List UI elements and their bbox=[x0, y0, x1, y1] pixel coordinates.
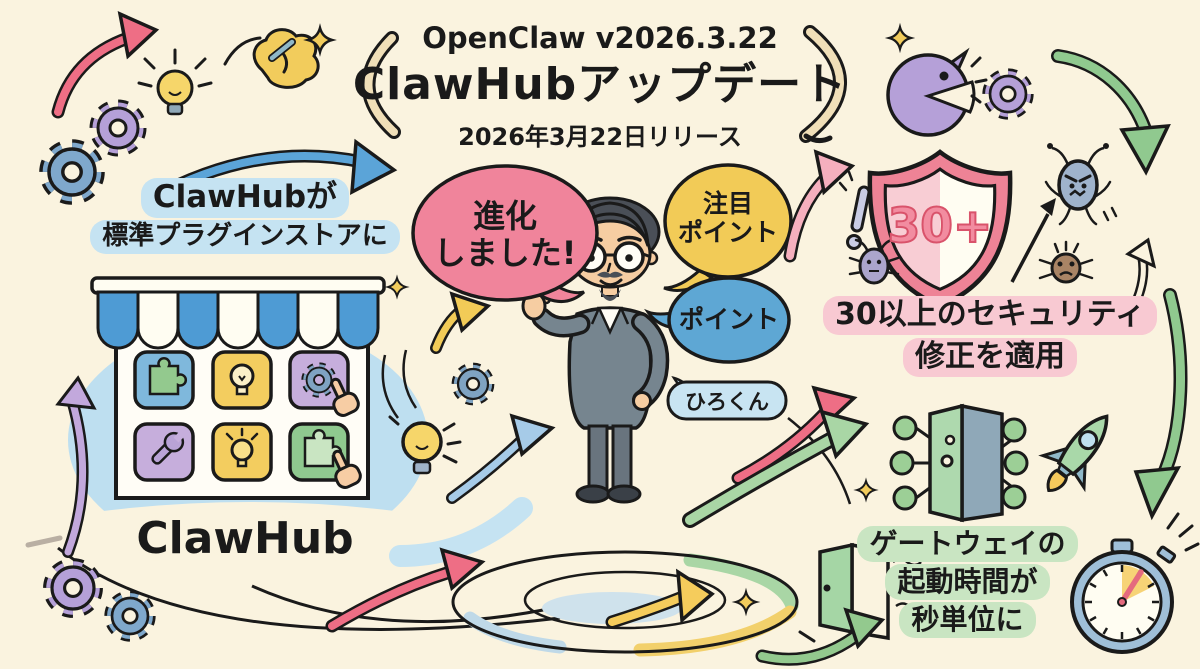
bug-icon bbox=[1044, 143, 1118, 226]
gear-icon bbox=[982, 68, 1034, 120]
release-date-text: 2026年3月22日リリース bbox=[458, 123, 742, 151]
sparkle-icon bbox=[731, 587, 761, 617]
claw-mascot-icon bbox=[886, 47, 988, 137]
wrench-icon bbox=[151, 430, 186, 465]
speech-bubble-attention bbox=[663, 163, 793, 292]
green-arrow-icon bbox=[1133, 288, 1188, 521]
sparkle-icon bbox=[303, 23, 337, 57]
gateway-door-icon bbox=[928, 403, 1004, 523]
lightbulb-icon bbox=[381, 349, 462, 475]
plugin-tile bbox=[211, 422, 273, 482]
gateway-callout-line3: 秒単位に bbox=[850, 602, 1085, 639]
plugin-tile bbox=[133, 422, 195, 482]
bubble-attention-text: 注目 ポイント bbox=[668, 189, 788, 248]
gateway-callout-line2: 起動時間が bbox=[850, 564, 1085, 601]
green-arrow-icon bbox=[682, 409, 870, 528]
gear-icon bbox=[89, 99, 147, 157]
plugin-tile bbox=[288, 422, 350, 482]
swirl-platform bbox=[451, 550, 799, 657]
claw-icon bbox=[223, 28, 320, 89]
network-nodes-icon bbox=[889, 415, 1029, 511]
bubble-attention-line2: ポイント bbox=[677, 217, 778, 247]
yellow-arrow-icon bbox=[430, 291, 492, 354]
bug-icon bbox=[848, 238, 900, 285]
plugin-tile bbox=[133, 350, 195, 410]
plugin-tile bbox=[211, 350, 273, 410]
lightbulb-icon bbox=[229, 363, 255, 396]
speech-bubble-point bbox=[644, 276, 791, 364]
gear-icon bbox=[39, 139, 105, 205]
cursor-hand-icon bbox=[332, 449, 362, 489]
lightbulb-icon bbox=[225, 427, 259, 468]
sparkle-icon bbox=[853, 477, 879, 503]
page-title: ClawHubアップデート bbox=[352, 59, 848, 110]
title-parenthesis-right-icon bbox=[799, 25, 847, 144]
bubble-evolved-line2: しました! bbox=[433, 233, 577, 272]
name-tag-bubble bbox=[666, 376, 788, 421]
speaker-name-tag: ひろくん bbox=[685, 390, 769, 414]
gear-icon bbox=[43, 558, 103, 618]
awning-icon bbox=[90, 276, 386, 350]
title-parenthesis-left-icon bbox=[361, 31, 401, 139]
ground-swoosh-lines bbox=[25, 417, 852, 631]
security-callout-line1: 30以上のセキュリティ bbox=[805, 296, 1175, 335]
puzzle-icon bbox=[148, 356, 188, 396]
storefront bbox=[90, 276, 386, 500]
store-callout-line1: ClawHubが bbox=[105, 178, 385, 218]
security-callout-line2: 修正を適用 bbox=[805, 338, 1175, 377]
bubble-attention-line1: 注目 bbox=[702, 189, 753, 218]
gateway-callout-line1: ゲートウェイの bbox=[850, 526, 1085, 563]
blue-arrow-icon bbox=[446, 413, 556, 504]
store-label: ClawHub bbox=[136, 513, 354, 564]
gear-icon bbox=[301, 362, 337, 398]
sparkle-icon bbox=[884, 22, 916, 54]
stopwatch-icon bbox=[1070, 512, 1200, 654]
green-arrow-icon bbox=[755, 607, 886, 666]
bubble-point-text: ポイント bbox=[678, 305, 779, 334]
bug-icon bbox=[1038, 240, 1094, 284]
shield-count-text: 30+ bbox=[887, 198, 994, 254]
pink-arrow-icon bbox=[731, 385, 858, 485]
bubble-evolved-line1: 進化 bbox=[472, 197, 537, 235]
lightbulb-icon bbox=[137, 48, 213, 116]
blue-wave-ribbon bbox=[389, 497, 533, 567]
speech-bubble-evolved bbox=[411, 164, 599, 303]
exclamation-icon bbox=[838, 170, 871, 250]
version-text: OpenClaw v2026.3.22 bbox=[422, 21, 778, 55]
red-arrow-icon bbox=[325, 547, 486, 633]
pink-arrow-icon bbox=[783, 149, 856, 263]
gear-icon bbox=[104, 590, 156, 642]
red-arrow-icon bbox=[51, 11, 160, 119]
purple-arrow-icon bbox=[55, 375, 97, 558]
shield-icon bbox=[867, 149, 1013, 309]
cursor-hand-icon bbox=[330, 377, 360, 417]
green-arrow-icon bbox=[1051, 49, 1171, 176]
sparkle-icon bbox=[384, 274, 410, 300]
bubble-evolved-text: 進化 しました! bbox=[420, 198, 590, 272]
yellow-arrow-icon bbox=[605, 568, 715, 629]
black-arrow-icon bbox=[1010, 198, 1056, 283]
rocket-icon bbox=[1038, 414, 1109, 493]
store-callout-line2: 標準プラグインストアに bbox=[85, 220, 405, 254]
gear-icon bbox=[451, 362, 495, 406]
